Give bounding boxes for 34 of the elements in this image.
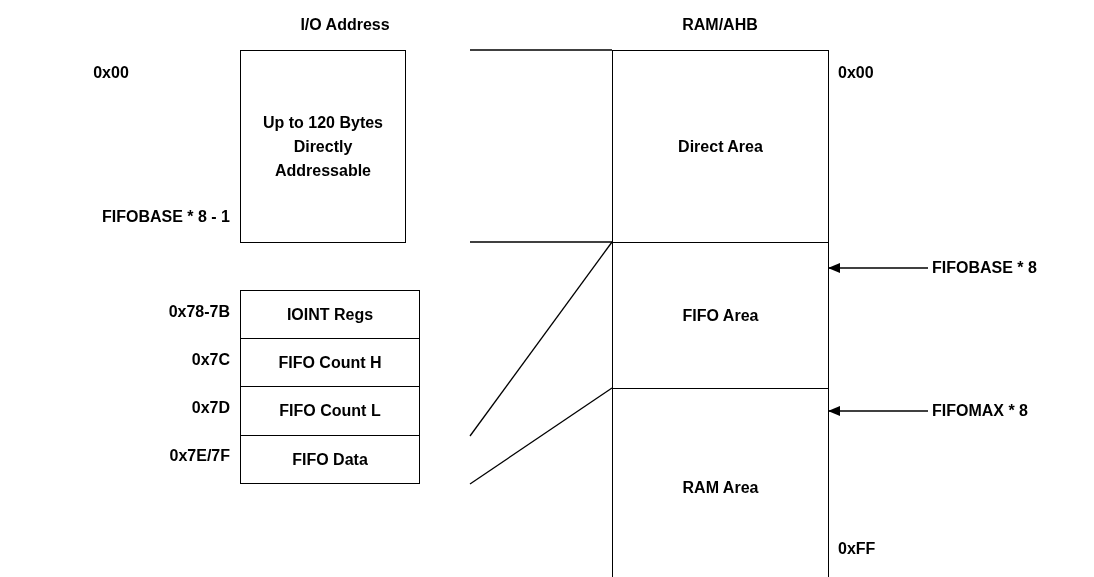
address-label: 0x7E/7F [169,447,230,465]
block-label: FIFO Count H [278,352,382,373]
block-label: FIFO Data [292,449,368,470]
register-row [240,386,420,436]
arrow [828,406,929,416]
memory-area [612,50,829,243]
mapping-line [469,241,613,243]
column-heading: RAM/AHB [682,16,758,34]
address-label: 0x78-7B [168,303,230,321]
address-label: 0x7C [191,351,230,369]
block-label: FIFO Count L [279,401,381,421]
column-heading: I/O Address [300,16,390,34]
address-label: 0x7D [191,399,230,417]
address-label: 0x00 [838,64,874,82]
mapping-line [469,387,613,485]
register-row [240,435,420,484]
mapping-line [469,241,613,437]
block-label: FIFO Area [682,305,759,326]
address-label: FIFOBASE * 8 - 1 [101,208,230,226]
block-label: Direct Area [678,136,763,157]
register-row [240,290,420,339]
memory-area [612,388,829,577]
block-label: RAM Area [682,478,759,498]
column-heading: 0x00 [93,64,129,82]
arrow [828,263,929,273]
address-label: 0xFF [838,540,876,558]
pointer-label: FIFOBASE * 8 [932,256,1062,280]
memory-area [612,242,829,389]
pointer-label: FIFOMAX * 8 [932,399,1052,423]
memory-block [240,50,406,243]
register-row [240,338,420,387]
block-label: Up to 120 Bytes Directly Addressable [261,112,384,181]
mapping-line [469,49,613,51]
block-label: IOINT Regs [286,304,374,325]
